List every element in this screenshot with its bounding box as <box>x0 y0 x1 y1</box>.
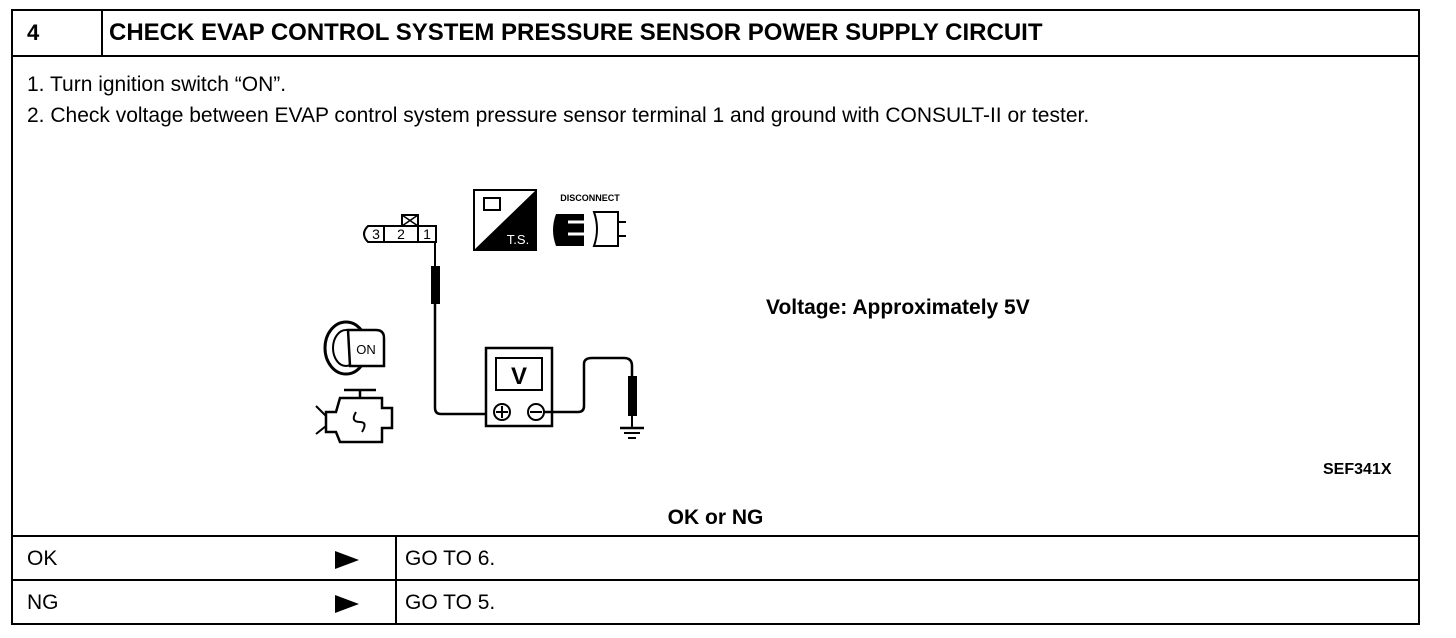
instruction-item: 2. Check voltage between EVAP control sy… <box>27 104 1090 127</box>
column-divider <box>395 537 397 579</box>
right-arrow-icon <box>335 595 359 613</box>
step-title: CHECK EVAP CONTROL SYSTEM PRESSURE SENSO… <box>109 19 1043 46</box>
step-header: 4 CHECK EVAP CONTROL SYSTEM PRESSURE SEN… <box>13 11 1418 57</box>
key-label: ON <box>356 342 376 357</box>
procedure-table: 4 CHECK EVAP CONTROL SYSTEM PRESSURE SEN… <box>11 9 1420 625</box>
terminal-label: 1 <box>423 226 431 242</box>
ground-icon <box>620 416 644 439</box>
ignition-key-icon: ON <box>323 320 386 376</box>
figure-reference: SEF341X <box>1323 461 1392 478</box>
condition-label: OK <box>27 547 58 570</box>
specification-value: Voltage: Approximately 5V <box>766 296 1030 319</box>
terminal-label: 3 <box>372 226 380 242</box>
action-text: GO TO 5. <box>405 591 496 614</box>
result-row-ok: OK GO TO 6. <box>13 537 1418 581</box>
sensor-connector-icon: 3 2 1 <box>363 214 437 243</box>
ts-label: T.S. <box>507 232 529 247</box>
instruction-item: 1. Turn ignition switch “ON”. <box>27 73 287 96</box>
action-text: GO TO 6. <box>405 547 496 570</box>
probe-lead <box>628 376 637 416</box>
step-number: 4 <box>13 11 103 55</box>
wiring-diagram: 3 2 1 T.S. DISCONNECT V <box>315 189 644 444</box>
result-row-ng: NG GO TO 5. <box>13 581 1418 625</box>
engine-icon <box>315 388 394 444</box>
disconnect-icon: DISCONNECT <box>553 193 626 247</box>
probe-lead <box>431 266 440 304</box>
terminal-label: 2 <box>397 226 405 242</box>
right-arrow-icon <box>335 551 359 569</box>
voltmeter-icon: V <box>484 346 554 428</box>
disconnect-label: DISCONNECT <box>560 193 620 203</box>
meter-label: V <box>511 363 527 390</box>
result-header: OK or NG <box>13 499 1418 537</box>
column-divider <box>395 581 397 625</box>
instruction-list: 1. Turn ignition switch “ON”. 2. Check v… <box>27 69 1089 131</box>
test-signal-icon: T.S. <box>473 189 537 251</box>
condition-label: NG <box>27 591 59 614</box>
